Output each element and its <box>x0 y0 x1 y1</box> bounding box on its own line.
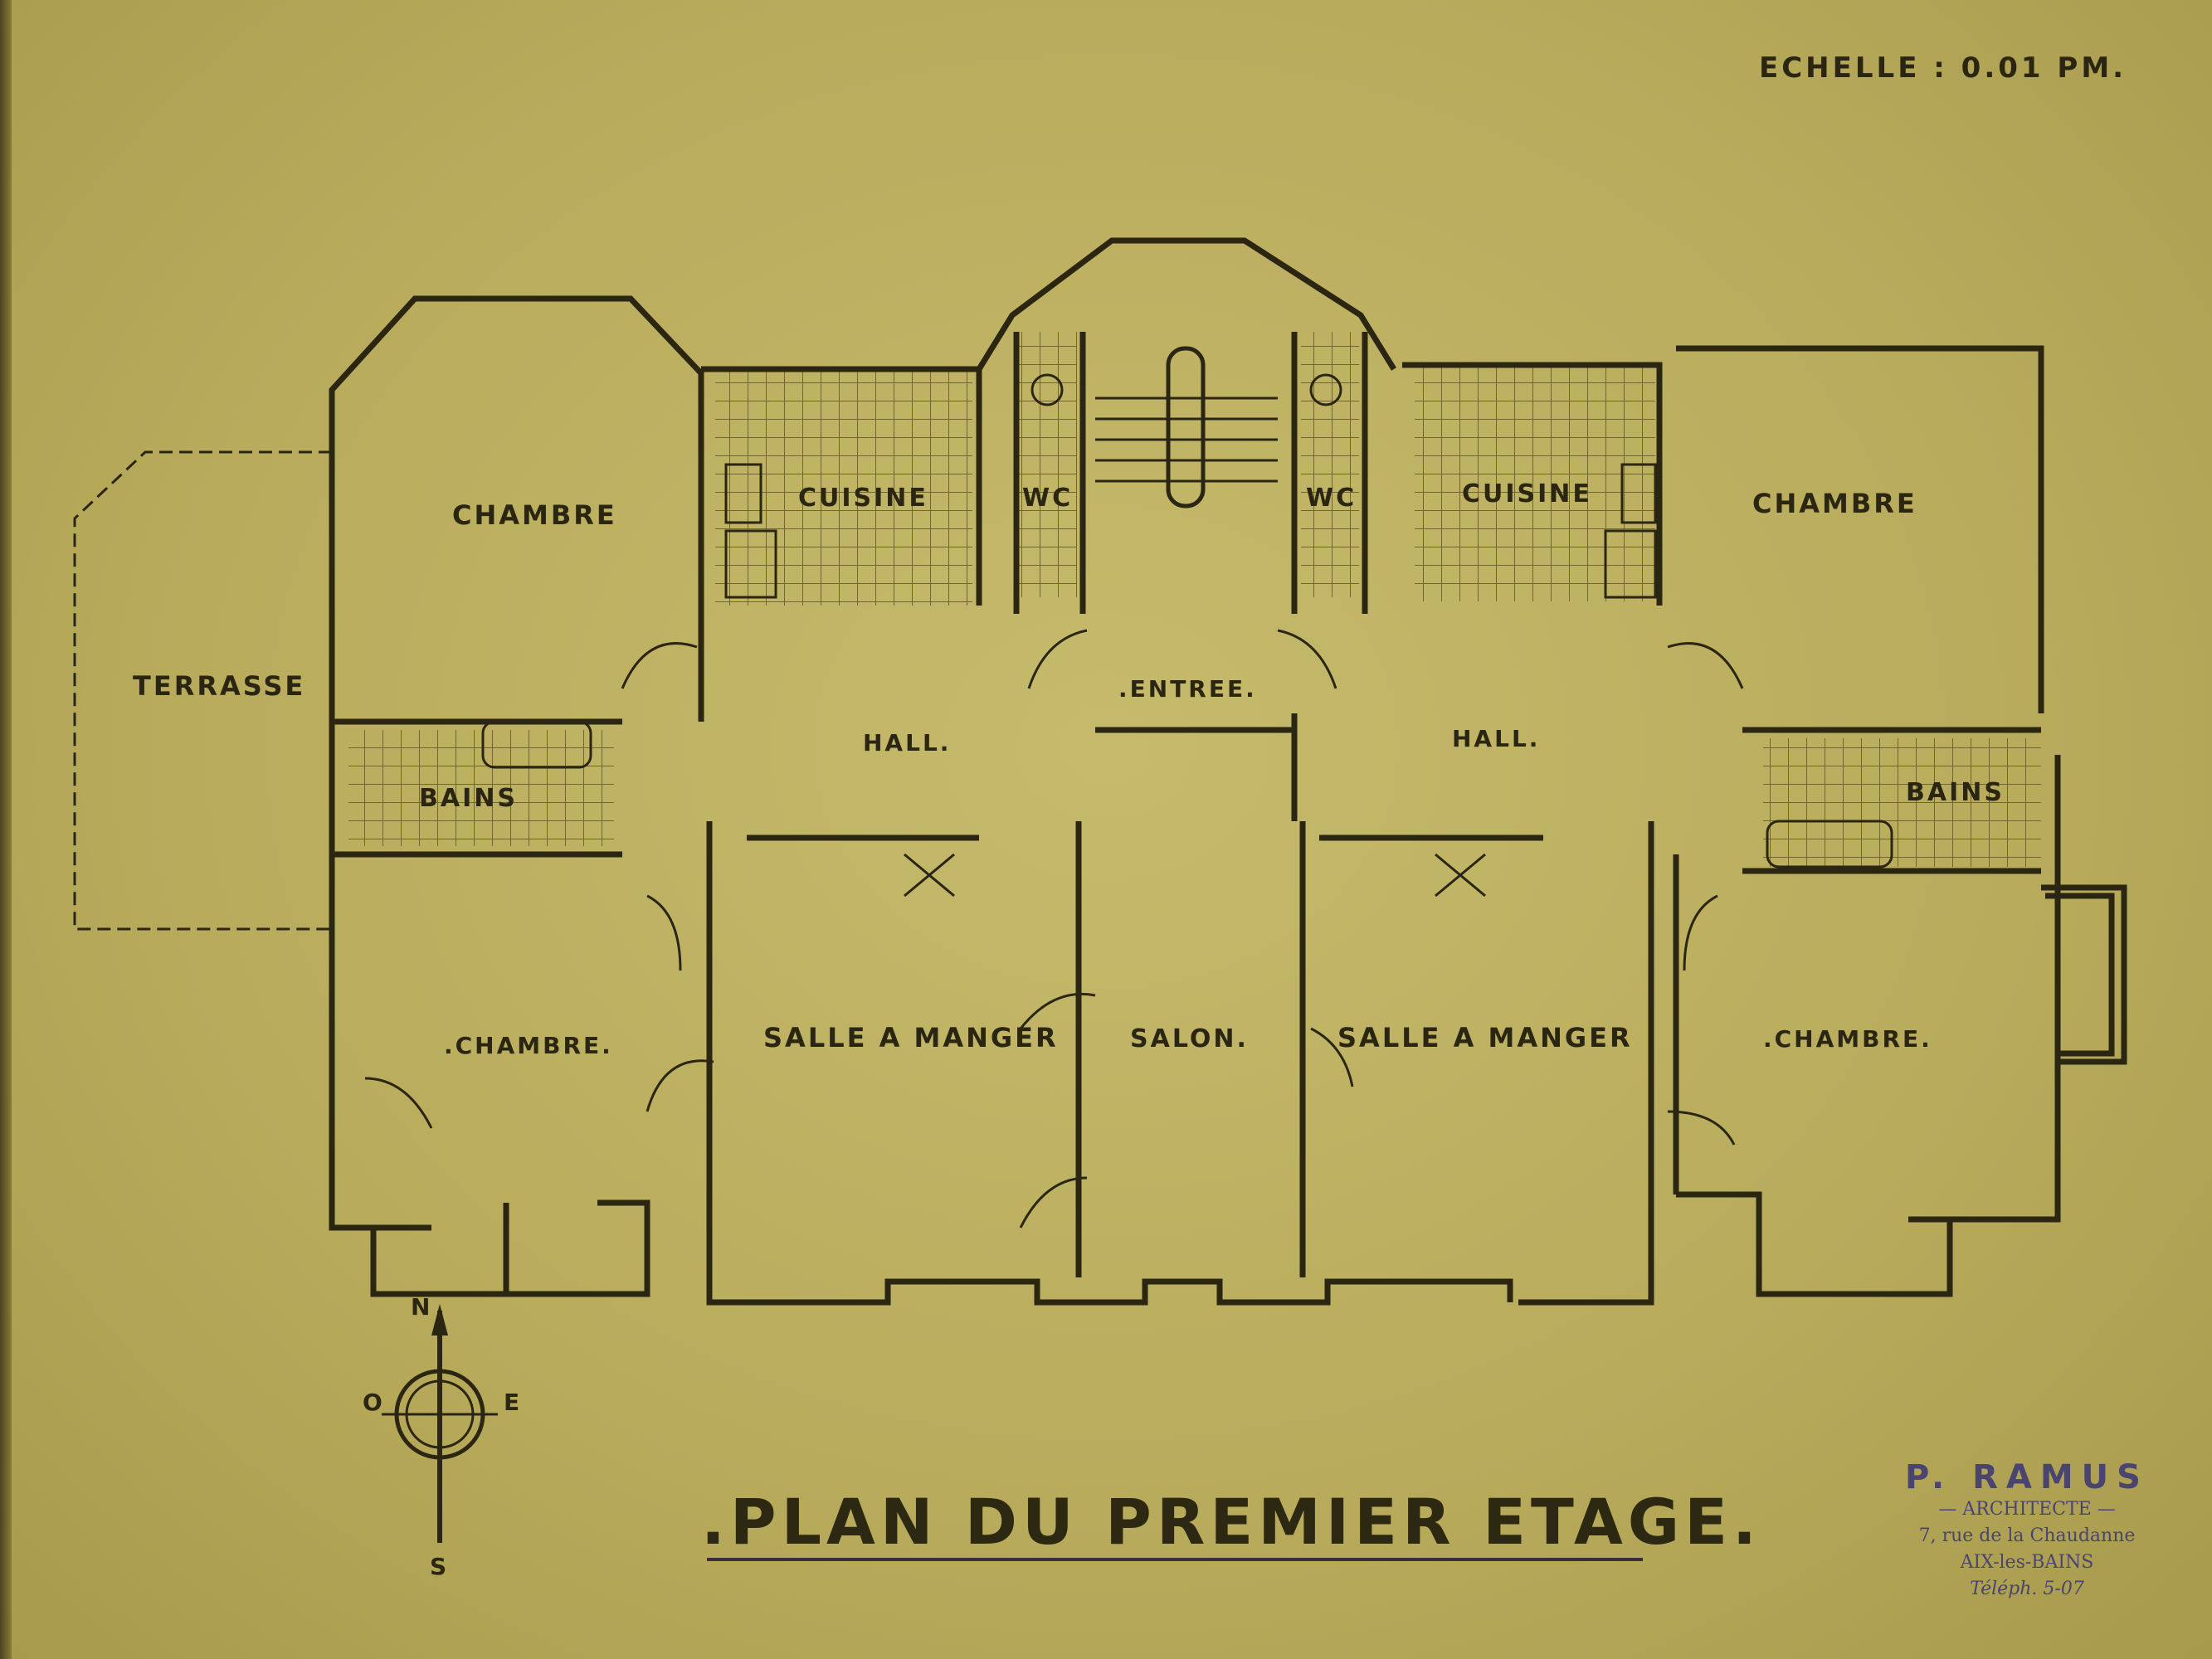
room-label-cuisine-left: CUISINE <box>798 484 928 513</box>
architect-address: 7, rue de la Chaudanne <box>1918 1525 2136 1546</box>
tile-floor-cuisine-right <box>1415 365 1655 601</box>
stove-left <box>724 463 763 524</box>
wall-bay-se <box>1676 1191 1953 1297</box>
wall-south-facade <box>784 1278 1513 1306</box>
compass-north-arrow <box>431 1304 448 1335</box>
wall-balcony-east-inner <box>2045 893 2115 1057</box>
tile-floor-bains-right <box>1763 738 2041 867</box>
room-label-salon: SALON. <box>1130 1024 1249 1053</box>
room-labels: TERRASSE CHAMBRE CUISINE WC WC CUISINE C… <box>133 479 2005 1059</box>
room-label-entree: .ENTREE. <box>1118 675 1257 703</box>
bathtub-right <box>1766 820 1893 868</box>
title-underline <box>707 1558 1643 1561</box>
wall-salle-left-west <box>706 821 784 1306</box>
architect-name: P. RAMUS <box>1905 1458 2149 1496</box>
fixtures <box>481 373 1893 868</box>
toilet-left <box>1030 373 1064 406</box>
architect-stamp: P. RAMUS — ARCHITECTE — 7, rue de la Cha… <box>1882 1458 2172 1603</box>
tile-floor-cuisine-left <box>715 369 972 606</box>
compass-label-west: O <box>363 1389 385 1416</box>
room-label-salle-left: SALLE A MANGER <box>763 1022 1059 1053</box>
oven-left <box>724 529 777 599</box>
room-label-wc-right: WC <box>1306 484 1357 513</box>
door-swings <box>364 629 1744 1228</box>
wall-east <box>1908 755 2061 1223</box>
room-label-chambre-nw: CHAMBRE <box>452 499 617 531</box>
room-label-hall-right: HALL. <box>1452 725 1540 752</box>
stove-right <box>1620 463 1657 524</box>
compass-label-south: S <box>430 1553 449 1580</box>
compass-rose: N O E S <box>363 1293 522 1580</box>
tile-floor-wc-left <box>1019 332 1077 597</box>
terrasse-outline <box>73 450 332 931</box>
wall-chambre-ne-top <box>1676 345 2044 713</box>
room-label-bains-right: BAINS <box>1906 778 2005 807</box>
wall-bay-sw-left <box>370 1203 509 1297</box>
wall-salle-right-east <box>1518 821 1654 1306</box>
architect-title: — ARCHITECTE — <box>1938 1499 2116 1520</box>
room-label-chambre-ne: CHAMBRE <box>1752 488 1917 519</box>
plan-title: .PLAN DU PREMIER ETAGE. <box>701 1485 1761 1559</box>
room-label-hall-left: HALL. <box>863 729 951 757</box>
oven-right <box>1604 529 1657 599</box>
wall-stair-bay <box>977 237 1396 371</box>
wall-balcony-east <box>2041 884 2127 1065</box>
room-label-chambre-sw: .CHAMBRE. <box>444 1032 613 1059</box>
architect-city: AIX-les-BAINS <box>1960 1552 2094 1573</box>
toilet-right <box>1309 373 1342 406</box>
wall-west-lower <box>329 846 431 1231</box>
bathtub-left <box>481 720 592 769</box>
room-label-salle-right: SALLE A MANGER <box>1337 1022 1633 1053</box>
room-label-chambre-se: .CHAMBRE. <box>1763 1025 1932 1053</box>
room-label-bains-left: BAINS <box>419 784 518 813</box>
staircase <box>1095 346 1278 508</box>
compass-label-north: N <box>411 1293 432 1321</box>
wall-chambre-nw <box>329 295 704 937</box>
room-label-cuisine-right: CUISINE <box>1462 479 1592 508</box>
tile-floor-wc-right <box>1301 332 1359 597</box>
architect-phone: Téléph. 5-07 <box>1970 1579 2084 1599</box>
tiled-floors <box>348 332 2041 867</box>
room-label-terrasse: TERRASSE <box>133 670 305 702</box>
compass-label-east: E <box>504 1389 522 1416</box>
wall-bay-sw <box>431 1199 650 1297</box>
tile-floor-bains-left <box>348 730 614 846</box>
room-label-wc-left: WC <box>1022 484 1073 513</box>
scale-note: ECHELLE : 0.01 PM. <box>1759 51 2127 85</box>
wall-cuisine-right <box>1402 362 1663 606</box>
